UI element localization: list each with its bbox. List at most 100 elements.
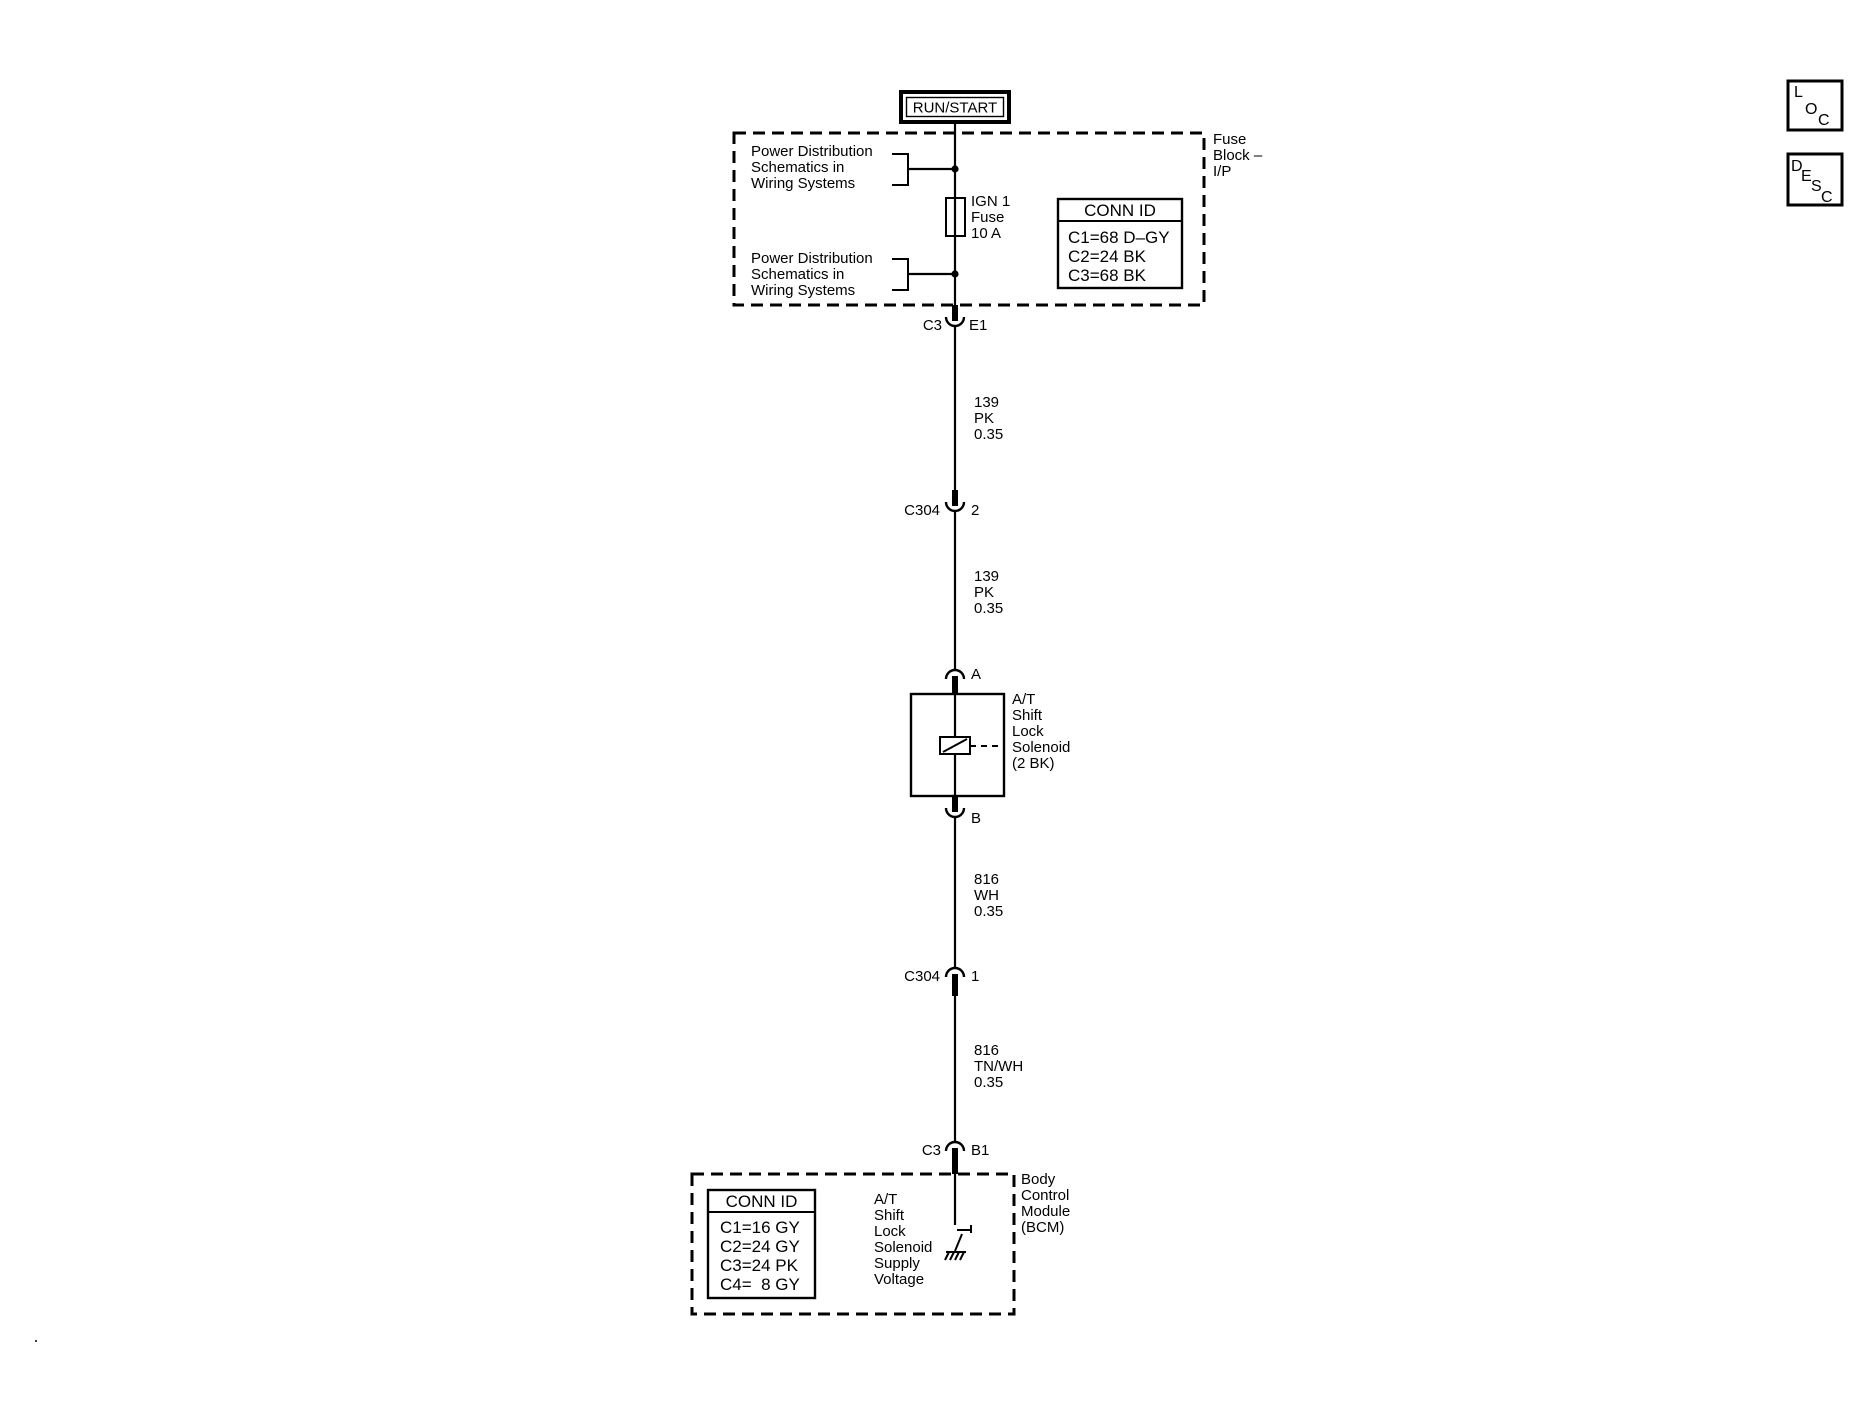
connector-c304-2-name: C304 xyxy=(904,502,940,519)
wire-circuit-number: 139 xyxy=(974,568,999,585)
desc-button-letter[interactable]: C xyxy=(1821,189,1833,206)
loc-button-letter[interactable]: O xyxy=(1805,101,1817,118)
loc-button-letter[interactable]: C xyxy=(1818,112,1830,129)
splice-dot-lower xyxy=(951,270,959,278)
solenoid-name-line: (2 BK) xyxy=(1012,755,1055,772)
shift-lock-solenoid: A/T Shift Lock Solenoid (2 BK) xyxy=(909,691,1070,798)
wire-816-tn-wh-segment: 816 TN/WH 0.35 xyxy=(953,996,1023,1142)
bcm-circuit-label-line: A/T xyxy=(874,1191,897,1208)
desc-button-letter[interactable]: E xyxy=(1801,168,1812,185)
bcm-name-line: Control xyxy=(1021,1187,1069,1204)
conn-id-row: C2=24 GY xyxy=(720,1237,800,1256)
bcm-circuit-label-line: Voltage xyxy=(874,1271,924,1288)
conn-id-row: C2=24 BK xyxy=(1068,247,1147,266)
wire-gauge: 0.35 xyxy=(974,426,1003,443)
connector-c3-e1-name: C3 xyxy=(923,317,942,334)
ground-hatch xyxy=(949,1251,955,1261)
conn-id-row: C4= 8 GY xyxy=(720,1275,800,1294)
connector-c3-e1-terminal: E1 xyxy=(969,317,987,334)
solenoid-name-line: Shift xyxy=(1012,707,1043,724)
connector-solenoid-b-terminal: B xyxy=(971,810,981,827)
power-distribution-reference-lower-line-2: Schematics in xyxy=(751,266,844,283)
solenoid-name-line: Lock xyxy=(1012,723,1044,740)
loc-button-letter[interactable]: L xyxy=(1794,84,1803,101)
power-distribution-reference-upper-line-1: Power Distribution xyxy=(751,143,873,160)
power-distribution-reference-upper-line-3: Wiring Systems xyxy=(751,175,855,192)
connector-solenoid-a-terminal: A xyxy=(971,666,981,683)
bcm-internal-switch xyxy=(953,1174,972,1252)
desc-button-frame[interactable] xyxy=(1786,152,1844,207)
desc-button-letter[interactable]: D xyxy=(1791,158,1803,175)
conn-id-frame xyxy=(1056,197,1184,290)
conn-id-row: C1=68 D–GY xyxy=(1068,228,1170,247)
ground-icon xyxy=(944,1251,966,1261)
loc-button[interactable]: L O C xyxy=(1786,79,1844,132)
wire-color-code: PK xyxy=(974,410,994,427)
bcm-conn-id-table: CONN ID C1=16 GY C2=24 GY C3=24 PK C4= 8… xyxy=(706,1188,817,1300)
connector-c304-2-terminal: 2 xyxy=(971,502,979,519)
run-start-label: RUN/START xyxy=(913,100,997,117)
ign1-fuse-symbol xyxy=(945,197,966,237)
fuse-block-conn-id-table: CONN ID C1=68 D–GY C2=24 BK C3=68 BK xyxy=(1056,197,1184,290)
fuse-block-name-line-3: I/P xyxy=(1213,163,1231,180)
desc-button-letter[interactable]: S xyxy=(1811,178,1822,195)
wire-gauge: 0.35 xyxy=(974,600,1003,617)
connector-c3-b1-terminal: B1 xyxy=(971,1142,989,1159)
wire-816-wh-segment: 816 WH 0.35 xyxy=(953,817,1003,968)
splice-dot-upper xyxy=(951,165,959,173)
wire-circuit-number: 139 xyxy=(974,394,999,411)
wire-gauge: 0.35 xyxy=(974,1074,1003,1091)
fuse-label-line-1: IGN 1 xyxy=(971,193,1010,210)
wire-139-pk-lower-segment: 139 PK 0.35 xyxy=(953,511,1003,670)
connector-c304-1-name: C304 xyxy=(904,968,940,985)
bcm-name-line: Body xyxy=(1021,1171,1056,1188)
fuse-block-name-line-2: Block – xyxy=(1213,147,1263,164)
bcm-boundary xyxy=(690,1172,1016,1316)
run-start-inner-border xyxy=(905,96,1005,118)
connector-c3-b1-socket xyxy=(944,1140,966,1152)
power-distribution-reference-upper-line-2: Schematics in xyxy=(751,159,844,176)
conn-id-title: CONN ID xyxy=(726,1192,798,1211)
connector-c3-b1-name: C3 xyxy=(922,1142,941,1159)
solenoid-coil-diagonal xyxy=(942,738,968,753)
conn-id-row: C1=16 GY xyxy=(720,1218,800,1237)
fuse-label-line-3: 10 A xyxy=(971,225,1001,242)
bcm-circuit-label-line: Shift xyxy=(874,1207,905,1224)
wire-139-pk-upper-segment: 139 PK 0.35 xyxy=(953,326,1003,491)
ground-hatch xyxy=(959,1251,965,1261)
body-control-module: Body Control Module (BCM) CONN ID C1=16 … xyxy=(690,1171,1070,1316)
run-start-power-source: RUN/START xyxy=(899,90,1011,124)
fuse-block-ip: Fuse Block – I/P Power Distribution Sche… xyxy=(732,122,1263,307)
wire-color-code: TN/WH xyxy=(974,1058,1023,1075)
desc-button[interactable]: D E S C xyxy=(1786,152,1844,207)
conn-id-title: CONN ID xyxy=(1084,201,1156,220)
wire-circuit-number: 816 xyxy=(974,1042,999,1059)
connector-solenoid-a-socket xyxy=(944,668,966,680)
reference-lower-bracket xyxy=(892,258,909,291)
connector-solenoid-b: B xyxy=(944,796,981,827)
wire-color-code: WH xyxy=(974,887,999,904)
conn-id-row: C3=68 BK xyxy=(1068,266,1147,285)
switch-blade xyxy=(954,1233,963,1252)
bcm-circuit-label-line: Supply xyxy=(874,1255,920,1272)
connector-solenoid-a: A xyxy=(944,666,981,694)
bcm-name-line: Module xyxy=(1021,1203,1070,1220)
power-distribution-reference-lower-line-3: Wiring Systems xyxy=(751,282,855,299)
power-distribution-reference-lower-line-1: Power Distribution xyxy=(751,250,873,267)
connector-c304-1: C304 1 xyxy=(904,966,979,996)
ground-hatch xyxy=(944,1251,950,1261)
conn-id-row: C3=24 PK xyxy=(720,1256,799,1275)
bcm-circuit-label-line: Solenoid xyxy=(874,1239,932,1256)
wire-gauge: 0.35 xyxy=(974,903,1003,920)
wire-color-code: PK xyxy=(974,584,994,601)
loc-button-frame[interactable] xyxy=(1786,79,1844,132)
connector-c3-b1: C3 B1 xyxy=(922,1140,989,1174)
connector-c304-1-socket xyxy=(944,966,966,978)
bcm-circuit-label-line: Lock xyxy=(874,1223,906,1240)
solenoid-name-line: Solenoid xyxy=(1012,739,1070,756)
wire-circuit-number: 816 xyxy=(974,871,999,888)
fuse-label-line-2: Fuse xyxy=(971,209,1004,226)
reference-upper-bracket xyxy=(892,153,909,186)
fuse-block-boundary xyxy=(732,131,1206,307)
